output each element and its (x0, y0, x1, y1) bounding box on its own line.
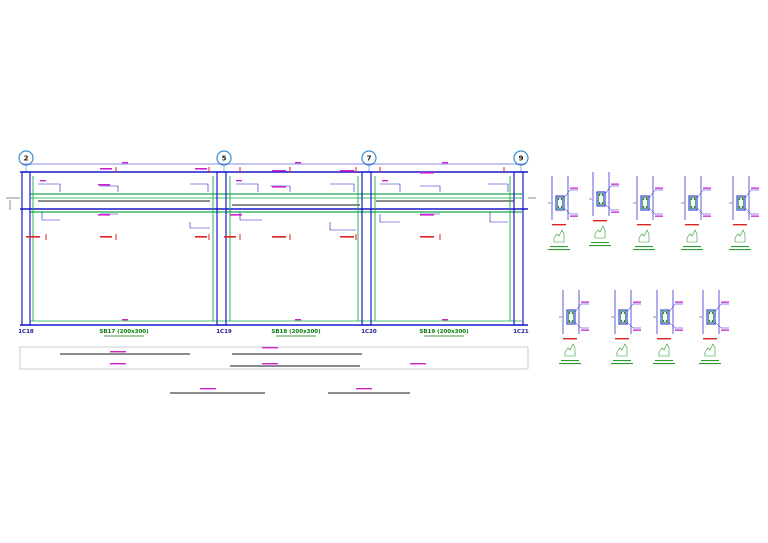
column-label: 1C20 (361, 329, 377, 335)
grid-axis-2: 2 (18, 150, 34, 166)
rebar-schedule-strip (19, 346, 529, 394)
beam-label: SB19 (200x300) (419, 329, 469, 335)
grid-axis-label: 5 (222, 155, 227, 163)
section-details (548, 172, 759, 365)
column-label: 1C21 (513, 329, 529, 335)
beam-label: SB18 (200x300) (271, 329, 321, 335)
grid-axis-lines (25, 165, 522, 172)
grid-axis-label: 7 (367, 155, 372, 163)
beam-elevation (6, 162, 536, 326)
grid-axis-7: 7 (361, 150, 377, 166)
beam-label: SB17 (200x300) (99, 329, 149, 335)
column-label: 1C18 (18, 329, 34, 335)
grid-axis-9: 9 (513, 150, 529, 166)
grid-axis-label: 2 (24, 155, 29, 163)
grid-axis-label: 9 (519, 155, 524, 163)
grid-axis-5: 5 (216, 150, 232, 166)
column-label: 1C19 (216, 329, 232, 335)
